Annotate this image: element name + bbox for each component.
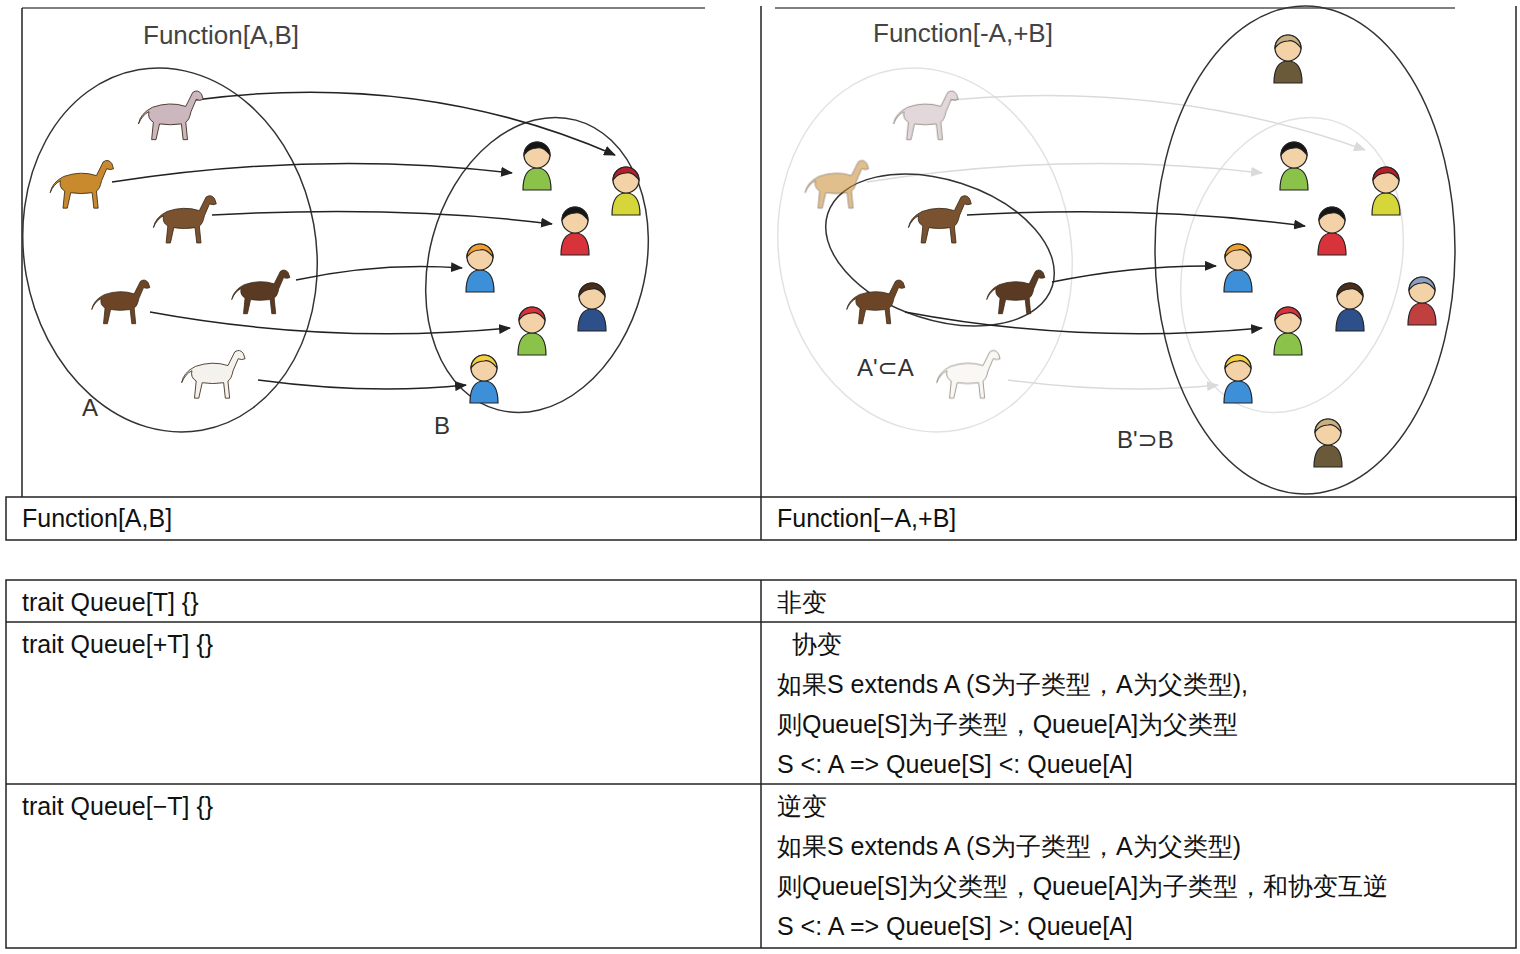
table-cell: 则Queue[S]为父类型，Queue[A]为子类型，和协变互逆: [777, 871, 1388, 901]
table-cell: 如果S extends A (S为子类型，A为父类型): [777, 831, 1241, 861]
horses: [50, 91, 290, 398]
table-cell: Function[A,B]: [22, 503, 172, 533]
table-cell: S <: A => Queue[S] >: Queue[A]: [777, 911, 1133, 941]
table-cell: 则Queue[S]为子类型，Queue[A]为父类型: [777, 709, 1238, 739]
table-frame: [6, 6, 1516, 540]
mapping-arrows-sub: [905, 212, 1305, 334]
illustration-title: Function[-A,+B]: [873, 18, 1053, 49]
set-label: B: [434, 412, 450, 441]
faint-sets: [749, 44, 1435, 455]
table-cell: 如果S extends A (S为子类型，A为父类型),: [777, 669, 1248, 699]
table-grid: [6, 580, 1516, 948]
table-cell: 协变: [792, 629, 842, 659]
table-cell: trait Queue[−T] {}: [22, 791, 213, 821]
table-cell: 非变: [777, 587, 827, 617]
table-cell: S <: A => Queue[S] <: Queue[A]: [777, 749, 1133, 779]
set-label: B'⊃B: [1117, 426, 1174, 455]
table-cell: 逆变: [777, 791, 827, 821]
table-cell: trait Queue[+T] {}: [22, 629, 213, 659]
set-label: A: [82, 394, 98, 423]
people-superset: [1224, 35, 1436, 467]
set-label: A'⊂A: [857, 354, 914, 383]
table-cell: trait Queue[T] {}: [22, 587, 199, 617]
horses-faint: [805, 91, 1000, 398]
table-cell: Function[−A,+B]: [777, 503, 956, 533]
subset-ellipses: [806, 6, 1455, 494]
horses-sub: [847, 196, 1045, 324]
people: [466, 142, 640, 403]
illustration-title: Function[A,B]: [143, 20, 299, 51]
set-ellipses: [0, 44, 680, 455]
